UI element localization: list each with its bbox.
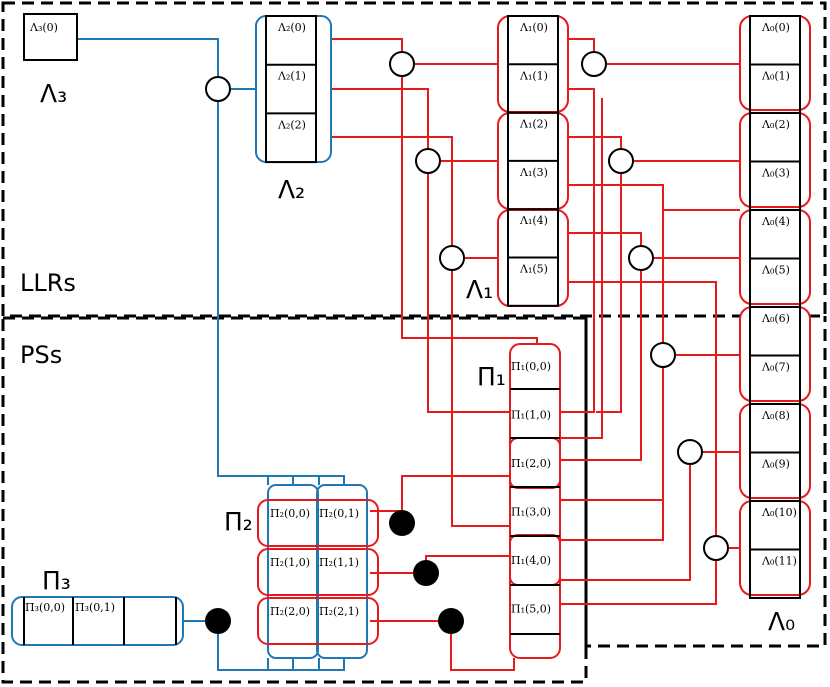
llrs-region xyxy=(1,1,827,318)
lambda2-cell-0: Λ₂(0) xyxy=(277,21,306,34)
pss-label: PSs xyxy=(20,341,62,369)
lambda2-label: Λ₂ xyxy=(278,175,305,204)
lambda1-cell-2: Λ₁(2) xyxy=(519,118,548,131)
wire-node-h-down xyxy=(560,452,691,581)
pi1-cell-4: Π₁(4,0) xyxy=(511,554,551,567)
lambda2-cell-2: Λ₂(2) xyxy=(277,118,306,131)
pi1-cell-2: Π₁(2,0) xyxy=(511,457,551,470)
pi2-row-2 xyxy=(257,597,379,645)
lambda0-cell-7: Λ₀(7) xyxy=(761,361,790,374)
wire-node-g-down xyxy=(560,355,664,541)
lambda0-label: Λ₀ xyxy=(768,607,795,636)
pi2-cell-2: Π₂(1,0) xyxy=(270,556,310,569)
lambda0-region-outline xyxy=(584,316,827,648)
wire-node-e-down xyxy=(596,161,622,413)
wire-l2-0 xyxy=(331,38,538,348)
lambda0-cell-0: Λ₀(0) xyxy=(761,21,790,34)
wire-pi2-bottom-bus xyxy=(267,658,345,671)
f-node-7 xyxy=(650,342,676,368)
pi2-cell-4: Π₂(2,0) xyxy=(270,605,310,618)
lambda0-cell-5: Λ₀(5) xyxy=(761,264,790,277)
lambda0-cell-6: Λ₀(6) xyxy=(761,312,790,325)
pi2-label: Π₂ xyxy=(224,507,253,536)
lambda1-cell-5: Λ₁(5) xyxy=(519,263,548,276)
wire-node-f-down xyxy=(560,258,642,461)
lambda3-array xyxy=(23,13,78,61)
lambda1-cell-4: Λ₁(4) xyxy=(519,214,548,227)
wire-l2-1 xyxy=(331,88,514,413)
lambda0-cell-8: Λ₀(8) xyxy=(761,409,790,422)
g-node-1 xyxy=(413,560,439,586)
pi2-row-1 xyxy=(257,548,379,596)
connection-wires xyxy=(77,38,740,671)
wire-pi2-r0 xyxy=(370,475,514,512)
wire-l1-1 xyxy=(560,88,595,413)
f-node-1 xyxy=(389,51,415,77)
pi2-col-1 xyxy=(316,484,368,659)
pi1-label: Π₁ xyxy=(477,362,506,391)
memory-arrays: Λ₃(0) Λ₂(0) Λ₂(1) Λ₂(2) Λ₁(0) Λ₁(1) Λ₁(2) Λ₁(3)… xyxy=(11,13,811,659)
pi1-cell-5: Π₁(5,0) xyxy=(511,603,551,616)
f-node-9 xyxy=(703,535,729,561)
wire-l2-2 xyxy=(331,136,514,527)
lambda0-cell-9: Λ₀(9) xyxy=(761,458,790,471)
lambda0-cell-4: Λ₀(4) xyxy=(761,215,790,228)
pi2-cell-1: Π₂(0,1) xyxy=(319,507,359,520)
pi2-cell-5: Π₂(2,1) xyxy=(319,605,359,618)
function-nodes xyxy=(205,51,729,634)
f-node-3 xyxy=(439,245,465,271)
lambda1-cell-3: Λ₁(3) xyxy=(519,166,548,179)
llrs-label: LLRs xyxy=(20,269,76,297)
lambda3-label: Λ₃ xyxy=(40,79,67,108)
lambda0-cell-2: Λ₀(2) xyxy=(761,118,790,131)
f-node-2 xyxy=(415,148,441,174)
pi3-frame xyxy=(11,596,184,646)
lambda2-frame xyxy=(255,15,332,163)
wire-lambda3-lambda2 xyxy=(77,38,256,90)
f-node-6 xyxy=(628,245,654,271)
pi1-cell-3: Π₁(3,0) xyxy=(511,506,551,519)
wire-pi2-r1 xyxy=(370,555,514,574)
lambda0-cell-3: Λ₀(3) xyxy=(761,167,790,180)
lambda0-cell-1: Λ₀(1) xyxy=(761,70,790,83)
f-node-5 xyxy=(608,148,634,174)
pi3-label: Π₃ xyxy=(42,566,71,595)
lambda0-cell-11: Λ₀(11) xyxy=(761,555,797,568)
lambda1-cell-1: Λ₁(1) xyxy=(519,69,548,82)
lambda1-label: Λ₁ xyxy=(466,275,493,304)
lambda0-cell-10: Λ₀(10) xyxy=(761,506,797,519)
f-node-4 xyxy=(581,51,607,77)
g-node-3 xyxy=(205,608,231,634)
f-node-8 xyxy=(677,439,703,465)
wire-node-d-down xyxy=(560,98,603,439)
lambda3-cell-0: Λ₃(0) xyxy=(29,21,58,34)
wire-pi2-top-bus xyxy=(218,475,345,485)
lambda2-cell-1: Λ₂(1) xyxy=(277,70,306,83)
pi2-row-0 xyxy=(257,499,379,547)
pi3-cell-0: Π₃(0,0) xyxy=(25,601,65,614)
g-node-0 xyxy=(389,510,415,536)
pi1-cell-1: Π₁(1,0) xyxy=(511,409,551,422)
pi1-frame xyxy=(509,343,561,659)
lambda1-cell-0: Λ₁(0) xyxy=(519,21,548,34)
pi3-cell-1: Π₃(0,1) xyxy=(75,601,115,614)
pi2-cell-0: Π₂(0,0) xyxy=(270,507,310,520)
lambda2-array xyxy=(265,15,317,164)
f-node-0 xyxy=(205,76,231,102)
g-node-2 xyxy=(438,608,464,634)
pi1-cell-0: Π₁(0,0) xyxy=(511,360,551,373)
pi2-cell-3: Π₂(1,1) xyxy=(319,556,359,569)
wire-pi2-r2 xyxy=(370,620,515,671)
